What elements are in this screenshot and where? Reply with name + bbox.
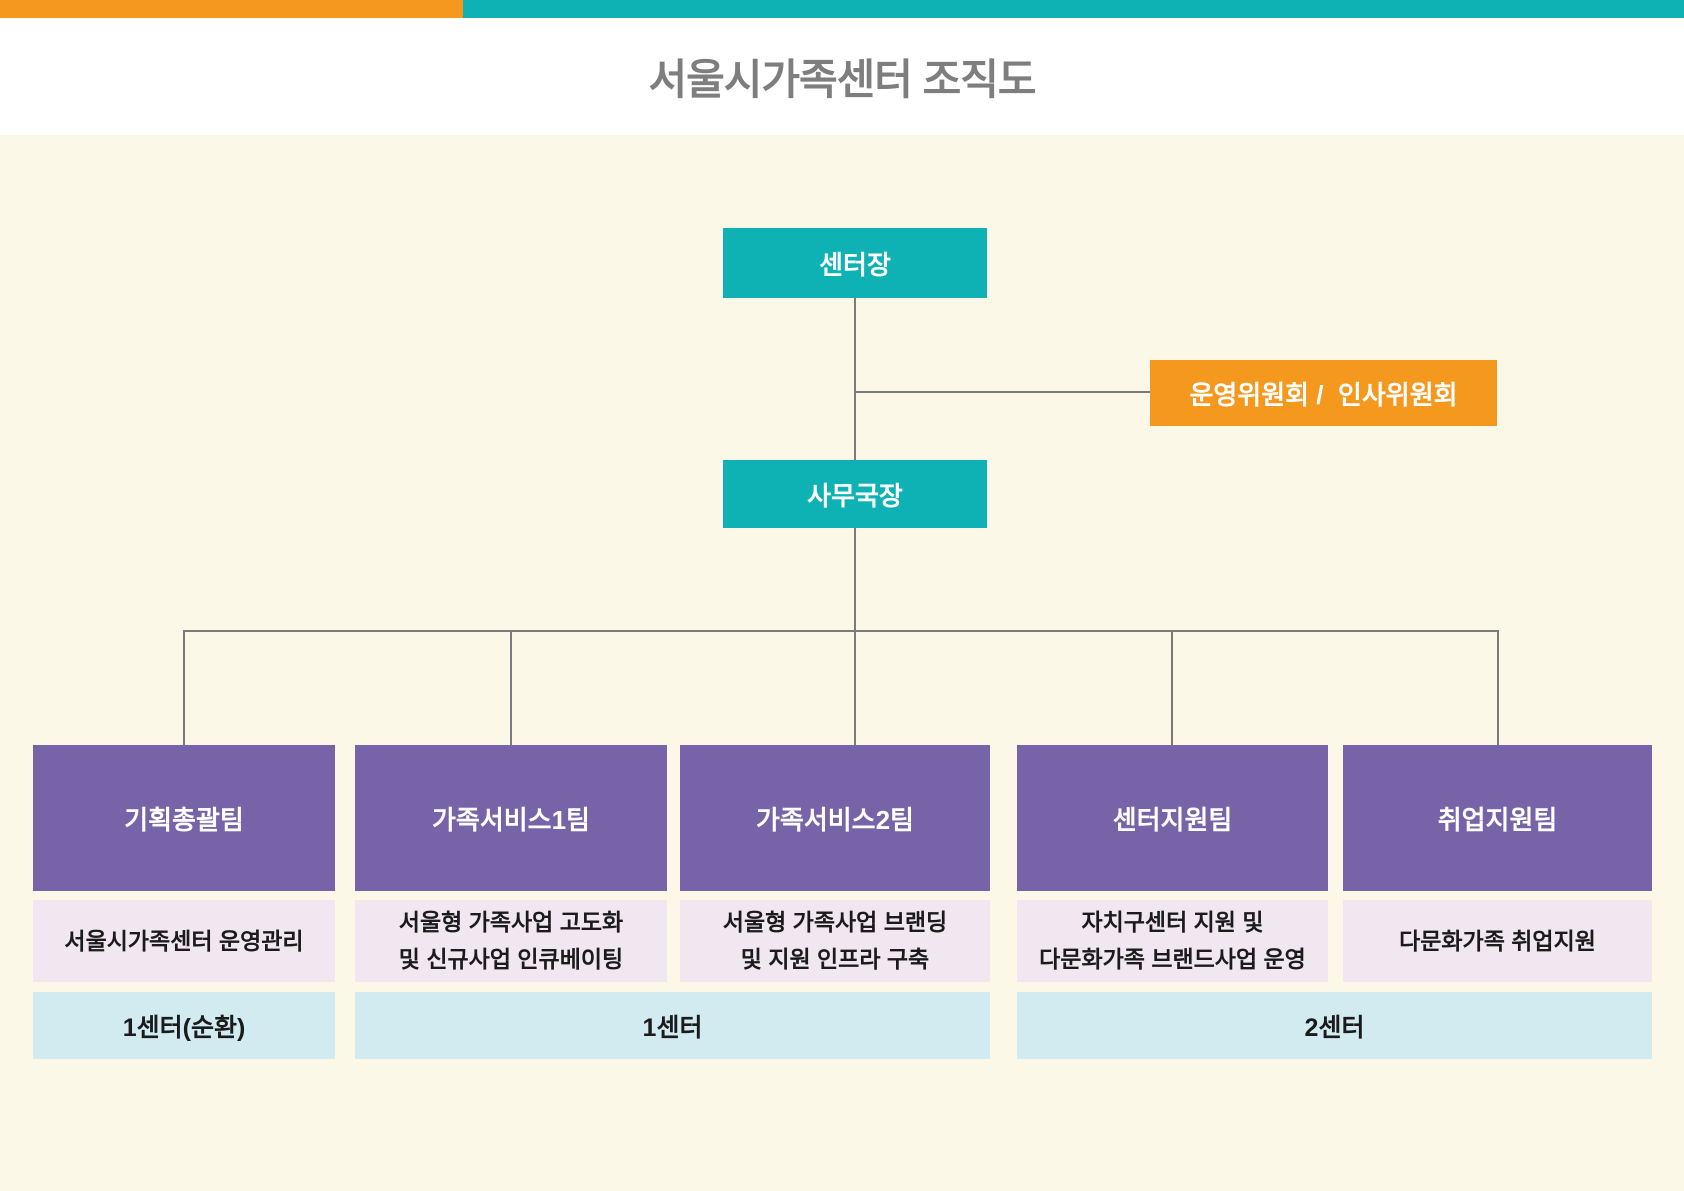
node-secretary-general: 사무국장 — [723, 460, 987, 528]
connector-drop-team3 — [854, 630, 856, 745]
center-badge-1-rotation: 1센터(순환) — [33, 992, 335, 1059]
top-bar-teal-segment — [463, 0, 1684, 18]
page-title: 서울시가족센터 조직도 — [648, 56, 1036, 103]
team-description-planning: 서울시가족센터 운영관리 — [33, 900, 335, 982]
team-description-family-service-2: 서울형 가족사업 브랜딩 및 지원 인프라 구축 — [680, 900, 990, 982]
node-committee: 운영위원회 / 인사위원회 — [1150, 360, 1497, 426]
team-description-family-service-1: 서울형 가족사업 고도화 및 신규사업 인큐베이팅 — [355, 900, 667, 982]
node-team-center-support: 센터지원팀 — [1017, 745, 1328, 891]
team-description-center-support: 자치구센터 지원 및 다문화가족 브랜드사업 운영 — [1017, 900, 1328, 982]
node-center-director: 센터장 — [723, 228, 987, 298]
center-badge-2: 2센터 — [1017, 992, 1652, 1059]
connector-drop-team2 — [510, 630, 512, 745]
connector-secretary-to-branch — [854, 528, 856, 632]
connector-director-to-secretary — [854, 298, 856, 460]
top-accent-bar — [0, 0, 1684, 18]
node-team-family-service-1: 가족서비스1팀 — [355, 745, 667, 891]
connector-drop-team1 — [183, 630, 185, 745]
top-bar-orange-segment — [0, 0, 463, 18]
team-description-employment-support: 다문화가족 취업지원 — [1343, 900, 1652, 982]
connector-branch-horizontal — [183, 630, 1499, 632]
node-team-planning: 기획총괄팀 — [33, 745, 335, 891]
header: 서울시가족센터 조직도 — [0, 18, 1684, 135]
center-badge-1: 1센터 — [355, 992, 990, 1059]
node-team-family-service-2: 가족서비스2팀 — [680, 745, 990, 891]
connector-to-committee — [855, 391, 1150, 393]
connector-drop-team5 — [1497, 630, 1499, 745]
connector-drop-team4 — [1171, 630, 1173, 745]
node-team-employment-support: 취업지원팀 — [1343, 745, 1652, 891]
